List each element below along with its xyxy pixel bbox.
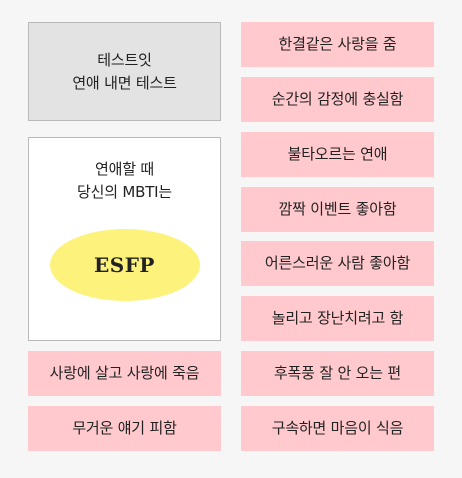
- result-heading: 연애할 때 당신의 MBTI는: [77, 158, 172, 203]
- trait-box: 깜짝 이벤트 좋아함: [241, 187, 434, 232]
- trait-box: 사랑에 살고 사랑에 죽음: [28, 351, 221, 396]
- result-heading-line1: 연애할 때: [95, 160, 154, 178]
- trait-box: 무거운 얘기 피함: [28, 406, 221, 451]
- trait-box: 불타오르는 연애: [241, 132, 434, 177]
- mbti-result-box: 연애할 때 당신의 MBTI는 ESFP: [28, 137, 221, 341]
- test-title-box: 테스트잇 연애 내면 테스트: [28, 22, 221, 121]
- trait-box: 한결같은 사랑을 줌: [241, 22, 434, 67]
- trait-box: 순간의 감정에 충실함: [241, 77, 434, 122]
- trait-box: 구속하면 마음이 식음: [241, 406, 434, 451]
- trait-box: 후폭풍 잘 안 오는 편: [241, 351, 434, 396]
- mbti-type-badge: ESFP: [49, 229, 200, 301]
- trait-box: 놀리고 장난치려고 함: [241, 296, 434, 341]
- test-brand-label: 테스트잇: [97, 51, 152, 69]
- test-title-label: 연애 내면 테스트: [72, 73, 177, 92]
- trait-box: 어른스러운 사람 좋아함: [241, 241, 434, 286]
- result-heading-line2: 당신의 MBTI는: [77, 182, 172, 201]
